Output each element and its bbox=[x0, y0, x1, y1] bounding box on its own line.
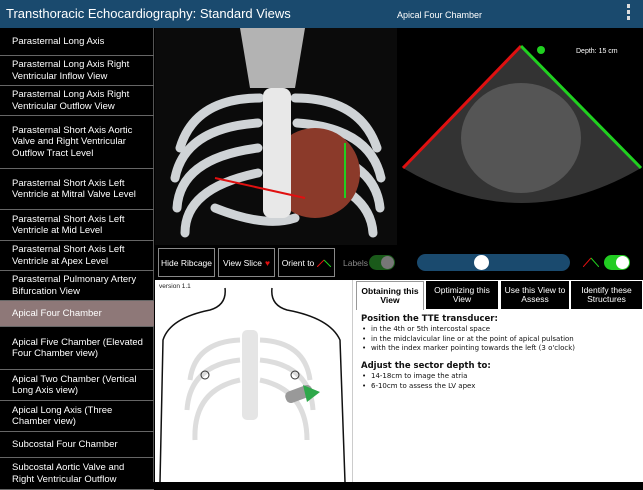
sidebar-item[interactable]: Apical Two Chamber (Vertical Long Axis v… bbox=[0, 370, 154, 401]
depth-slider[interactable] bbox=[417, 254, 570, 271]
sidebar-item-label: Apical Two Chamber (Vertical Long Axis v… bbox=[12, 373, 137, 397]
orient-to-label: Orient to bbox=[281, 257, 315, 268]
sidebar-item-label: Apical Long Axis (Three Chamber view) bbox=[12, 404, 113, 428]
transducer-list: in the 4th or 5th intercostal spacein th… bbox=[361, 325, 639, 354]
torso-illustration-icon bbox=[159, 287, 346, 482]
view-title: Apical Four Chamber bbox=[397, 10, 483, 20]
sector-lines-icon bbox=[317, 259, 332, 267]
tab[interactable]: Obtaining this View bbox=[356, 281, 424, 310]
sidebar-item-label: Parasternal Short Axis Left Ventricle at… bbox=[12, 244, 125, 267]
ultrasound-sector: Depth: 15 cm bbox=[401, 44, 643, 203]
sidebar-item-label: Parasternal Long Axis Right Ventricular … bbox=[12, 59, 130, 82]
view-slice-label: View Slice bbox=[222, 257, 262, 268]
chest-diagram: version 1.1 bbox=[155, 280, 352, 482]
sidebar-item-label: Apical Five Chamber (Elevated Four Chamb… bbox=[12, 336, 143, 360]
title-bar: Transthoracic Echocardiography: Standard… bbox=[0, 0, 643, 28]
slider-thumb[interactable] bbox=[474, 255, 489, 270]
sidebar-item[interactable]: Parasternal Long Axis Right Ventricular … bbox=[0, 56, 154, 86]
vertical-dots-icon[interactable] bbox=[627, 4, 631, 22]
orient-to-button[interactable]: Orient to bbox=[278, 248, 335, 277]
section-heading: Position the TTE transducer: bbox=[361, 314, 498, 324]
3d-ribcage-view[interactable] bbox=[155, 28, 397, 245]
sidebar-item[interactable]: Parasternal Short Axis Left Ventricle at… bbox=[0, 210, 154, 241]
list-item: with the index marker pointing towards t… bbox=[361, 344, 639, 354]
sidebar-item[interactable]: Subcostal Aortic Valve and Right Ventric… bbox=[0, 458, 154, 490]
list-item: in the midclavicular line or at the poin… bbox=[361, 335, 639, 345]
labels-toggle[interactable] bbox=[369, 255, 395, 270]
app-title: Transthoracic Echocardiography: Standard… bbox=[6, 6, 291, 21]
echo-image-panel: Depth: 15 cm bbox=[398, 28, 643, 245]
sidebar-item[interactable]: Parasternal Long Axis bbox=[0, 28, 154, 56]
orient-toggle[interactable] bbox=[604, 255, 630, 270]
section-heading: Adjust the sector depth to: bbox=[361, 361, 491, 372]
sidebar-item-label: Parasternal Short Axis Aortic Valve and … bbox=[12, 124, 133, 159]
depth-label: Depth: 15 cm bbox=[576, 48, 618, 55]
list-item: in the 4th or 5th intercostal space bbox=[361, 325, 639, 335]
depth-list: 14-18cm to image the atria6-10cm to asse… bbox=[361, 372, 639, 391]
sidebar-item-label: Subcostal Four Chamber bbox=[12, 438, 118, 450]
sidebar-item-label: Subcostal Aortic Valve and Right Ventric… bbox=[12, 462, 125, 485]
sidebar-item[interactable]: Apical Long Axis (Three Chamber view) bbox=[0, 401, 154, 432]
sidebar-item-label: Parasternal Long Axis Right Ventricular … bbox=[12, 89, 130, 112]
sidebar-item[interactable]: Subcostal Four Chamber bbox=[0, 432, 154, 458]
sidebar-item-label: Parasternal Long Axis bbox=[12, 35, 105, 47]
controls-bar: Hide Ribcage View Slice♥ Orient to Label… bbox=[155, 245, 643, 280]
sidebar-item[interactable]: Parasternal Short Axis Aortic Valve and … bbox=[0, 116, 154, 169]
sidebar-item[interactable]: Apical Five Chamber (Elevated Four Chamb… bbox=[0, 327, 154, 370]
list-item: 14-18cm to image the atria bbox=[361, 372, 639, 382]
sidebar-item[interactable]: Apical Four Chamber bbox=[0, 301, 154, 327]
sector-lines-icon bbox=[583, 257, 599, 267]
hide-ribcage-label: Hide Ribcage bbox=[160, 257, 213, 268]
tab[interactable]: Optimizing this View bbox=[426, 281, 498, 309]
sidebar-item-label: Parasternal Short Axis Left Ventricle at… bbox=[12, 177, 136, 201]
sidebar-item-label: Parasternal Pulmonary Artery Bifurcation… bbox=[12, 274, 137, 297]
sidebar-item-label: Parasternal Short Axis Left Ventricle at… bbox=[12, 213, 125, 237]
sidebar-item-label: Apical Four Chamber bbox=[12, 307, 102, 319]
sidebar-item[interactable]: Parasternal Long Axis Right Ventricular … bbox=[0, 86, 154, 116]
tab[interactable]: Identify these Structures bbox=[571, 281, 642, 309]
sidebar-item[interactable]: Parasternal Short Axis Left Ventricle at… bbox=[0, 241, 154, 271]
tab[interactable]: Use this View to Assess bbox=[501, 281, 569, 309]
list-item: 6-10cm to assess the LV apex bbox=[361, 382, 639, 392]
sidebar-item[interactable]: Parasternal Pulmonary Artery Bifurcation… bbox=[0, 271, 154, 301]
view-slice-button[interactable]: View Slice♥ bbox=[218, 248, 275, 277]
heart-icon: ♥ bbox=[265, 257, 271, 268]
version-label: version 1.1 bbox=[159, 283, 191, 290]
info-content: Position the TTE transducer: in the 4th … bbox=[361, 314, 639, 399]
ribcage-model-icon bbox=[155, 28, 397, 245]
hide-ribcage-button[interactable]: Hide Ribcage bbox=[158, 248, 215, 277]
labels-label: Labels bbox=[343, 258, 369, 268]
sidebar-item[interactable]: Parasternal Short Axis Left Ventricle at… bbox=[0, 169, 154, 210]
